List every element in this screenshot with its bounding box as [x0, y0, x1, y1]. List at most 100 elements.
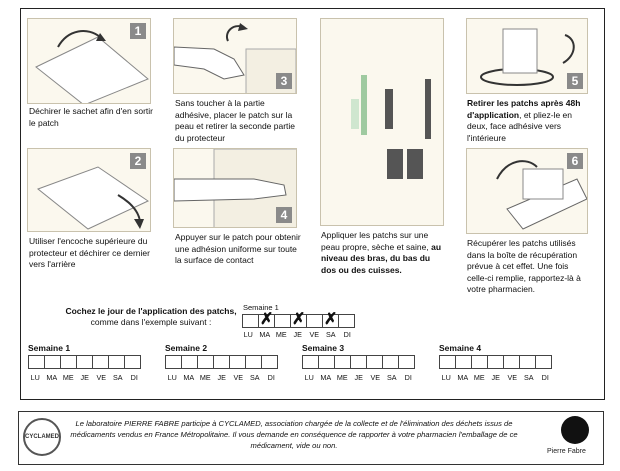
- day-checkbox[interactable]: [366, 355, 383, 369]
- day-label: LU: [441, 373, 451, 382]
- week-3-grid: [302, 355, 415, 369]
- week-1-title: Semaine 1: [28, 343, 71, 353]
- day-checkbox[interactable]: [382, 355, 399, 369]
- step-5-caption: Retirer les patchs après 48h d'applicati…: [467, 98, 591, 144]
- step-4-caption: Appuyer sur le patch pour obtenir une ad…: [175, 232, 301, 265]
- example-day-labels: LU MA ME JE VE SA DI: [240, 330, 356, 339]
- day-checkbox[interactable]: [519, 355, 536, 369]
- day-checkbox[interactable]: [302, 355, 319, 369]
- day-label: SA: [325, 330, 336, 339]
- example-day-cell-checked: ✗: [290, 311, 307, 328]
- week-2-grid: [165, 355, 278, 369]
- day-label: MA: [46, 373, 58, 382]
- day-checkbox[interactable]: [60, 355, 77, 369]
- center-caption: Appliquer les patchs sur une peau propre…: [321, 230, 445, 276]
- step-5-number: 5: [567, 73, 583, 89]
- day-label: VE: [507, 373, 518, 382]
- example-day-cell-checked: ✗: [322, 311, 339, 328]
- day-label: DI: [267, 373, 275, 382]
- center-caption-text: Appliquer les patchs sur une peau propre…: [321, 230, 429, 252]
- day-checkbox[interactable]: [471, 355, 488, 369]
- day-checkbox[interactable]: [245, 355, 262, 369]
- day-checkbox[interactable]: [92, 355, 109, 369]
- day-checkbox[interactable]: [28, 355, 45, 369]
- check-mark-icon: ✗: [324, 311, 338, 328]
- day-checkbox[interactable]: [261, 355, 278, 369]
- step-2-illustration: 2: [27, 148, 151, 232]
- step-3-number: 3: [276, 73, 292, 89]
- day-label: ME: [275, 330, 287, 339]
- day-checkbox[interactable]: [398, 355, 415, 369]
- step-4-number: 4: [276, 207, 292, 223]
- body-silhouette-icon: [351, 75, 431, 179]
- day-label: DI: [541, 373, 549, 382]
- example-day-cell: [306, 314, 323, 328]
- day-checkbox[interactable]: [455, 355, 472, 369]
- day-label: SA: [386, 373, 397, 382]
- day-label: LU: [304, 373, 314, 382]
- pierre-fabre-brand: Pierre Fabre: [547, 448, 586, 455]
- calendar-instruction: Cochez le jour de l'application des patc…: [36, 306, 266, 328]
- day-label: SA: [249, 373, 260, 382]
- step-3-caption: Sans toucher à la partie adhésive, place…: [175, 98, 296, 143]
- day-checkbox[interactable]: [181, 355, 198, 369]
- check-mark-icon: ✗: [260, 311, 274, 328]
- calendar-instruction-text: comme dans l'exemple suivant :: [90, 317, 212, 327]
- footer-text: Le laboratoire PIERRE FABRE participe à …: [70, 419, 518, 450]
- body-application-zones: [320, 18, 444, 226]
- day-checkbox[interactable]: [165, 355, 182, 369]
- day-checkbox[interactable]: [318, 355, 335, 369]
- day-checkbox[interactable]: [108, 355, 125, 369]
- day-label: SA: [523, 373, 534, 382]
- day-label: JE: [354, 373, 363, 382]
- week-3-title: Semaine 3: [302, 343, 345, 353]
- day-label: JE: [80, 373, 89, 382]
- cyclamed-logo: CYCLAMED: [23, 418, 61, 456]
- torn-sachet-icon: [35, 30, 149, 103]
- instruction-sheet: [20, 8, 605, 400]
- calendar-instruction-bold: Cochez le jour de l'application des patc…: [65, 306, 237, 316]
- step-3-illustration: 3: [173, 18, 297, 94]
- day-label: VE: [370, 373, 381, 382]
- example-day-cell-checked: ✗: [258, 311, 275, 328]
- step-1-illustration: 1: [27, 18, 151, 104]
- day-label: JE: [491, 373, 500, 382]
- step-4-illustration: 4: [173, 148, 297, 228]
- check-mark-icon: ✗: [292, 311, 306, 328]
- day-checkbox[interactable]: [439, 355, 456, 369]
- step-6-caption: Récupérer les patchs utilisés dans la bo…: [467, 238, 581, 294]
- day-checkbox[interactable]: [334, 355, 351, 369]
- hand-apply-patch-icon: [174, 23, 296, 93]
- day-checkbox[interactable]: [44, 355, 61, 369]
- day-label: MA: [320, 373, 332, 382]
- step-1-caption: Déchirer le sachet afin d'en sortir le p…: [29, 106, 153, 128]
- day-label: ME: [473, 373, 485, 382]
- day-label: ME: [199, 373, 211, 382]
- day-checkbox[interactable]: [124, 355, 141, 369]
- day-checkbox[interactable]: [487, 355, 504, 369]
- recovery-box-icon: [496, 160, 587, 230]
- center-caption-bold: au niveau des bras, du bas du dos ou des…: [321, 241, 442, 275]
- day-checkbox[interactable]: [229, 355, 246, 369]
- day-checkbox[interactable]: [197, 355, 214, 369]
- day-checkbox[interactable]: [503, 355, 520, 369]
- day-label: MA: [259, 330, 271, 339]
- step-2-caption: Utiliser l'encoche supérieure du protect…: [29, 236, 150, 269]
- day-label: LU: [30, 373, 40, 382]
- day-label: DI: [130, 373, 138, 382]
- day-label: VE: [96, 373, 107, 382]
- day-checkbox[interactable]: [535, 355, 552, 369]
- step-5-illustration: 5: [466, 18, 588, 94]
- pierre-fabre-logo-icon: [561, 416, 589, 444]
- day-checkbox[interactable]: [76, 355, 93, 369]
- day-checkbox[interactable]: [213, 355, 230, 369]
- step-6-number: 6: [567, 153, 583, 169]
- week-1-grid: [28, 355, 141, 369]
- day-checkbox[interactable]: [350, 355, 367, 369]
- step-2-number: 2: [130, 153, 146, 169]
- day-label: JE: [217, 373, 226, 382]
- week-2-title: Semaine 2: [165, 343, 208, 353]
